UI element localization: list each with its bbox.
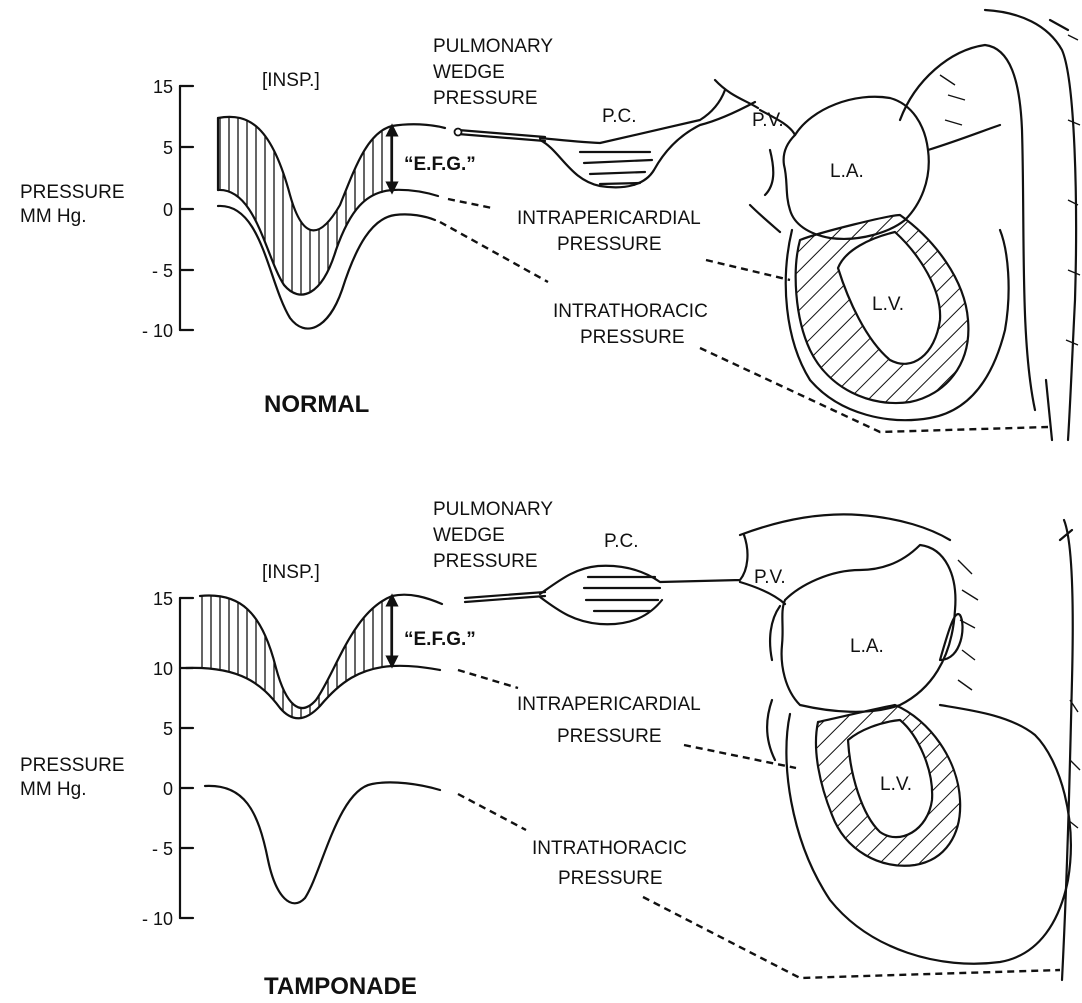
tamponade-pulmonary-vein bbox=[767, 606, 780, 760]
normal-efg-label: “E.F.G.” bbox=[404, 154, 476, 175]
tamponade-intrapericardial-label-line1: INTRAPERICARDIAL bbox=[517, 694, 701, 715]
tamponade-tick-10: 10 bbox=[153, 659, 173, 679]
tamponade-intrathoracic-curve bbox=[205, 782, 440, 903]
tamponade-panel-title: TAMPONADE bbox=[264, 973, 417, 1000]
normal-tick-15: 15 bbox=[153, 77, 173, 97]
normal-intrapericardial-leader-right bbox=[706, 260, 790, 280]
tamponade-pc-label: P.C. bbox=[604, 531, 639, 552]
tamponade-chest-wall bbox=[740, 514, 950, 540]
normal-la-label: L.A. bbox=[830, 161, 864, 182]
normal-intrathoracic-label-line2: PRESSURE bbox=[580, 327, 685, 348]
normal-pulmonary-wedge-label-line3: PRESSURE bbox=[433, 88, 538, 109]
normal-panel-title: NORMAL bbox=[264, 391, 369, 418]
tamponade-intrapericardial-leader bbox=[458, 670, 518, 688]
normal-y-axis: 15 5 0 - 5 - 10 PRESSURE MM Hg. bbox=[20, 77, 193, 341]
tamponade-lv-label: L.V. bbox=[880, 774, 912, 795]
normal-pulmonary-wedge-label-line1: PULMONARY bbox=[433, 36, 553, 57]
normal-tick-5: 5 bbox=[163, 138, 173, 158]
tamponade-pulmonary-capillary bbox=[540, 535, 785, 624]
tamponade-tick-minus5: - 5 bbox=[152, 839, 173, 859]
tamponade-y-axis: 15 10 5 0 - 5 - 10 PRESSURE MM Hg. bbox=[20, 589, 193, 929]
normal-panel: 15 5 0 - 5 - 10 PRESSURE MM Hg. [INSP.] … bbox=[20, 10, 1080, 440]
tamponade-la-label: L.A. bbox=[850, 636, 884, 657]
tamponade-catheter bbox=[465, 592, 545, 602]
tamponade-intrathoracic-label-line2: PRESSURE bbox=[558, 868, 663, 889]
normal-intrathoracic-leader bbox=[440, 222, 548, 282]
tamponade-y-axis-label-line2: MM Hg. bbox=[20, 779, 87, 800]
normal-pc-label: P.C. bbox=[602, 106, 637, 127]
tamponade-intrathoracic-leader bbox=[458, 794, 526, 830]
normal-tick-0: 0 bbox=[163, 200, 173, 220]
tamponade-y-axis-label-line1: PRESSURE bbox=[20, 755, 125, 776]
tamponade-panel: 15 10 5 0 - 5 - 10 PRESSURE MM Hg. [INSP… bbox=[20, 499, 1080, 1000]
normal-tick-minus10: - 10 bbox=[142, 321, 173, 341]
tamponade-pulmonary-wedge-label-line2: WEDGE bbox=[433, 525, 505, 546]
tamponade-insp-label: [INSP.] bbox=[262, 562, 320, 583]
normal-chest-wall bbox=[900, 45, 1035, 410]
tamponade-intrathoracic-label-line1: INTRATHORACIC bbox=[532, 838, 687, 859]
tamponade-pv-label: P.V. bbox=[754, 567, 786, 588]
normal-efg-hatch bbox=[218, 117, 392, 295]
normal-intrapericardial-label-line1: INTRAPERICARDIAL bbox=[517, 208, 701, 229]
normal-catheter bbox=[455, 129, 546, 142]
normal-intrapericardial-leader bbox=[448, 199, 492, 208]
tamponade-tick-15: 15 bbox=[153, 589, 173, 609]
tamponade-efg-label: “E.F.G.” bbox=[404, 629, 476, 650]
normal-pulmonary-wedge-label-line2: WEDGE bbox=[433, 62, 505, 83]
tamponade-intrathoracic-leader-right bbox=[643, 897, 1060, 978]
tamponade-left-atrium bbox=[782, 545, 963, 712]
tamponade-tick-minus10: - 10 bbox=[142, 909, 173, 929]
normal-intrapericardial-label-line2: PRESSURE bbox=[557, 234, 662, 255]
normal-pulmonary-capillary bbox=[540, 90, 755, 187]
normal-lv-label: L.V. bbox=[872, 294, 904, 315]
normal-y-axis-label-line1: PRESSURE bbox=[20, 182, 125, 203]
tamponade-intrapericardial-leader-right bbox=[684, 745, 796, 768]
tamponade-tick-5: 5 bbox=[163, 719, 173, 739]
tamponade-outer-wall bbox=[1060, 520, 1073, 980]
tamponade-intrapericardial-label-line2: PRESSURE bbox=[557, 726, 662, 747]
tamponade-pulmonary-wedge-label-line1: PULMONARY bbox=[433, 499, 553, 520]
normal-tick-minus5: - 5 bbox=[152, 261, 173, 281]
normal-y-axis-label-line2: MM Hg. bbox=[20, 206, 87, 227]
normal-intrathoracic-label-line1: INTRATHORACIC bbox=[553, 301, 708, 322]
tamponade-tick-0: 0 bbox=[163, 779, 173, 799]
tamponade-efg-hatch bbox=[200, 596, 392, 719]
normal-insp-label: [INSP.] bbox=[262, 70, 320, 91]
tamponade-pulmonary-wedge-label-line3: PRESSURE bbox=[433, 551, 538, 572]
